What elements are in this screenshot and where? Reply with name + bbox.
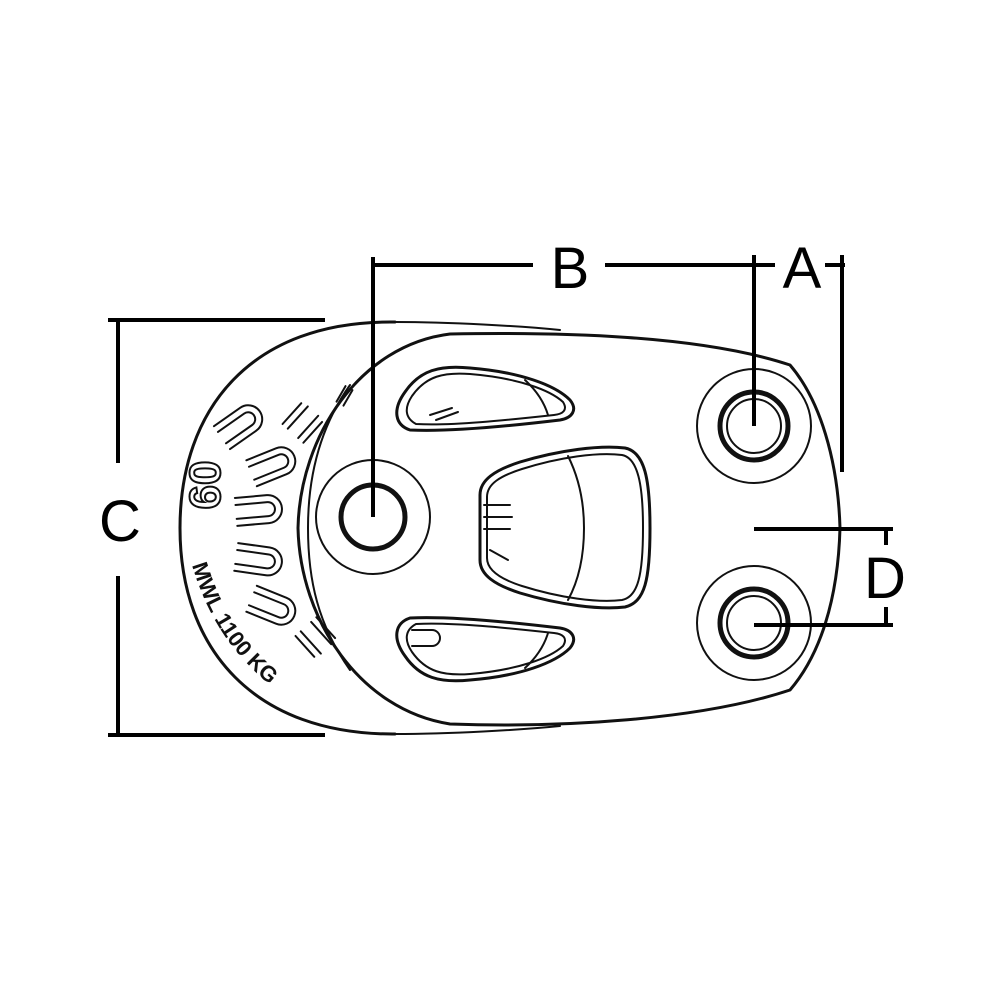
upper-window: [395, 365, 576, 432]
cheek-plate-outline: [296, 332, 842, 727]
dimension-a-label: A: [783, 236, 822, 301]
dimension-c-label: C: [99, 489, 141, 554]
dimension-b-label: B: [551, 236, 590, 301]
sheave-top-edge: [394, 321, 561, 331]
sheave-outer-edge: [178, 320, 397, 736]
dimension-a: A: [752, 236, 845, 472]
sheave-groove-marks: [212, 385, 354, 658]
sheave-bottom-edge: [394, 725, 561, 735]
dimension-d-label: D: [864, 546, 906, 611]
load-rating-text: MWL 1100 KG: [187, 559, 283, 689]
dimension-d: D: [754, 527, 906, 627]
center-window: [478, 445, 652, 610]
sheave-inner-rim: [307, 384, 351, 671]
lower-window: [395, 616, 576, 683]
dimension-b: B: [371, 236, 775, 517]
dimension-c: C: [99, 318, 325, 737]
sheave: 60 MWL 1100 KG: [178, 320, 561, 736]
sheave-size-text: 60: [181, 461, 230, 510]
sheave-size-marking: 60: [180, 460, 231, 511]
